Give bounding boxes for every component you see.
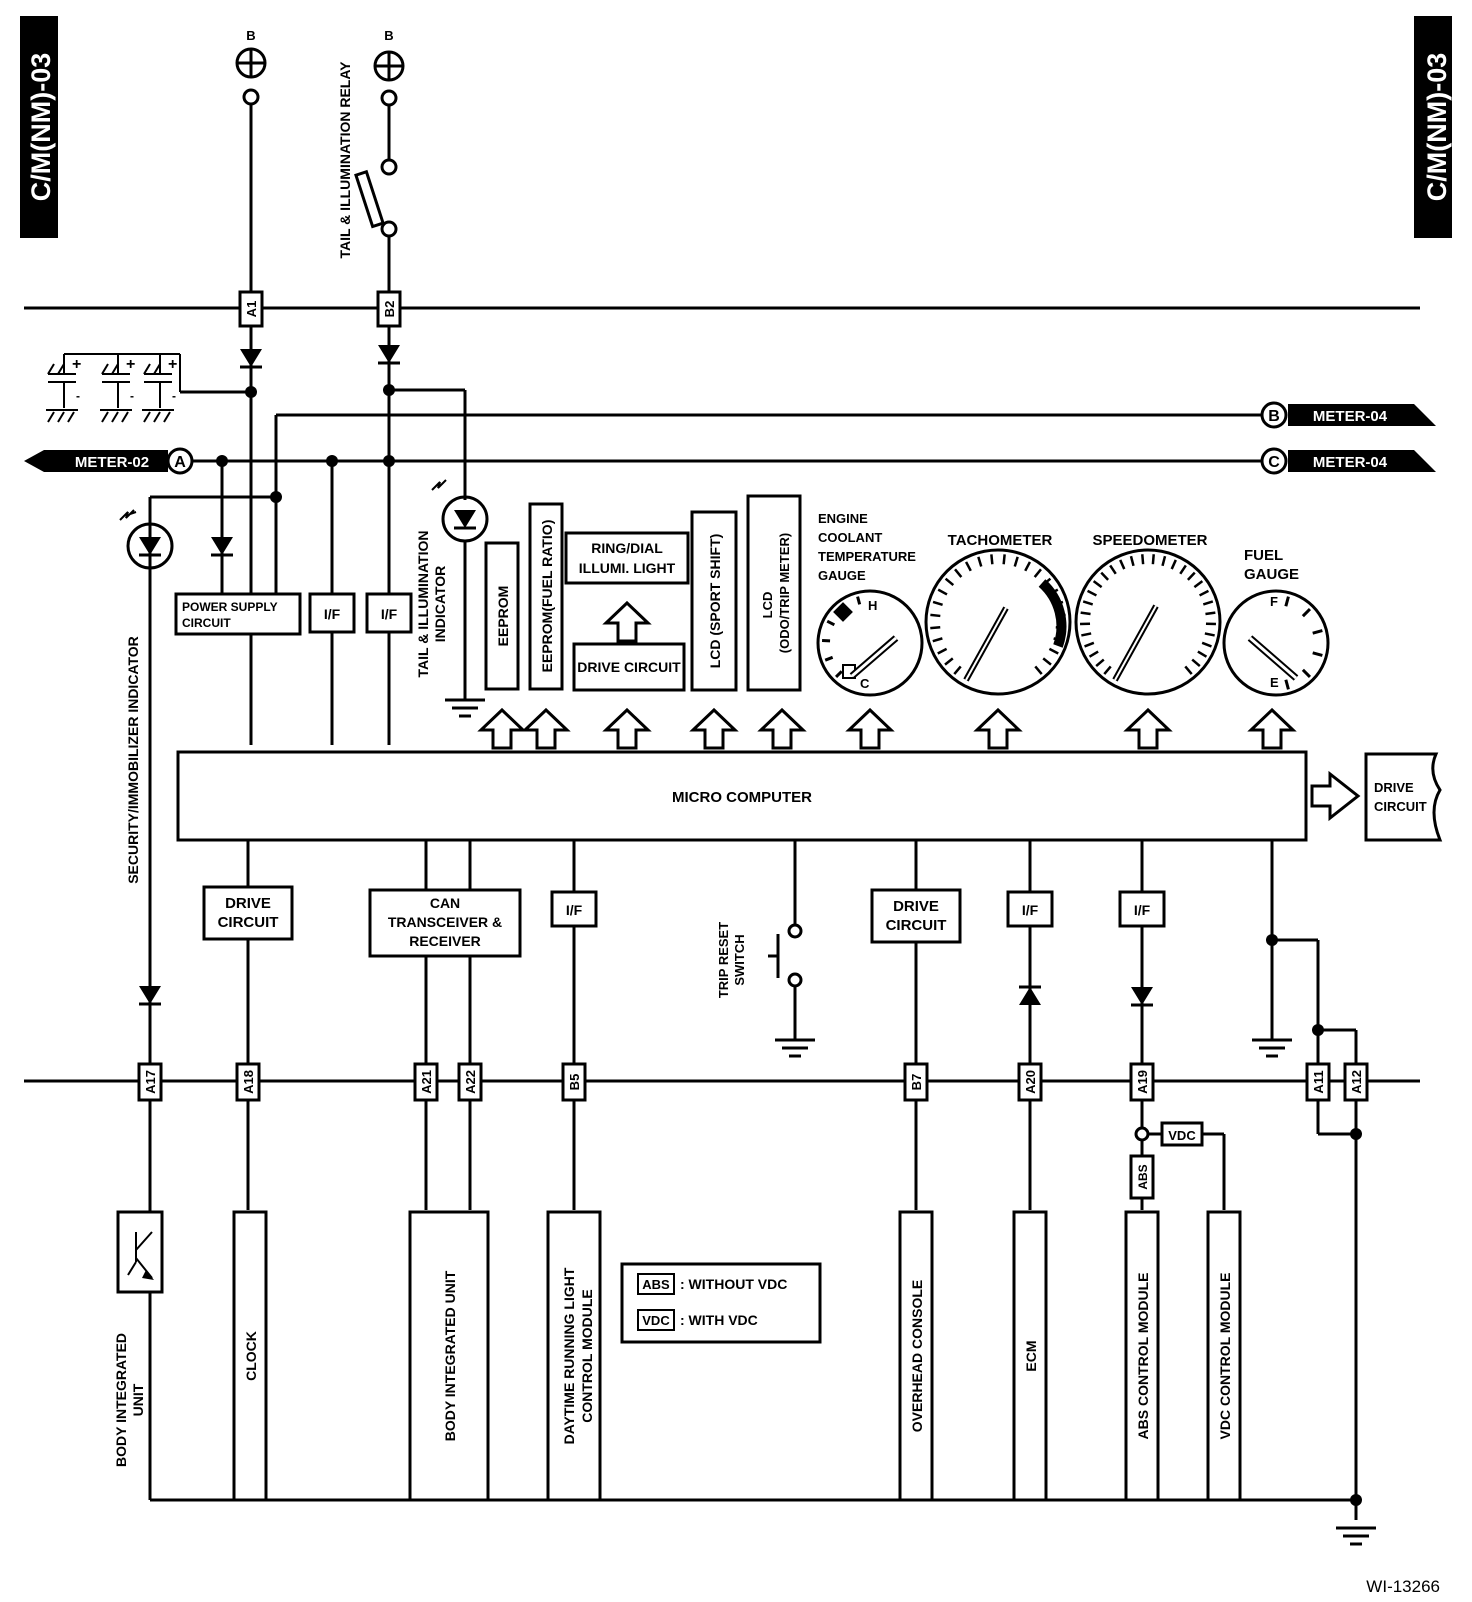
speedometer-label: SPEEDOMETER [1092, 532, 1207, 549]
tachometer-label: TACHOMETER [948, 532, 1053, 549]
svg-text:-: - [76, 389, 80, 403]
svg-text:+: + [72, 356, 81, 373]
svg-text:B: B [1268, 408, 1280, 425]
security-indicator-label: SECURITY/IMMOBILIZER INDICATOR [125, 636, 141, 884]
connector-A18: A18 [241, 1070, 256, 1094]
module-ecm: ECM [1023, 1340, 1039, 1371]
svg-text:C: C [1268, 454, 1280, 471]
if-block-1: I/F [324, 606, 341, 622]
eeprom-block: EEPROM [495, 586, 511, 647]
vdc-tag: VDC [1168, 1128, 1196, 1143]
bottom-connectors: A17 A18 A21 A22 B5 B7 A20 A19 A11 A12 [137, 1062, 1369, 1102]
tail-relay-label: TAIL & ILLUMINATION RELAY [337, 61, 353, 259]
fuel-gauge [1222, 589, 1330, 697]
legend-vdc-text: : WITH VDC [680, 1312, 758, 1328]
lcd-sport-block: LCD (SPORT SHIFT) [707, 534, 723, 669]
module-body-integrated-center: BODY INTEGRATED UNIT [442, 1270, 458, 1441]
capacitor-bank: + - + - + - [46, 353, 251, 423]
module-body-integrated-left: BODY INTEGRATEDUNIT [113, 1333, 146, 1467]
svg-text:+: + [126, 356, 135, 373]
svg-text:B: B [384, 28, 393, 43]
module-clock: CLOCK [243, 1331, 259, 1381]
module-vdc: VDC CONTROL MODULE [1217, 1273, 1233, 1440]
trip-reset-switch-label: TRIP RESETSWITCH [716, 922, 747, 998]
if-block-a19: I/F [1134, 902, 1151, 918]
battery-terminal-1: B [235, 28, 267, 106]
svg-text:B: B [246, 28, 255, 43]
micro-computer-block [176, 750, 1308, 842]
connector-A22: A22 [463, 1070, 478, 1094]
coolant-gauge [816, 589, 924, 697]
relay-contact [354, 169, 385, 229]
svg-text:E: E [1270, 675, 1279, 690]
diagram-id: WI-13266 [1366, 1577, 1440, 1596]
if-block-a20: I/F [1022, 902, 1039, 918]
connector-B5: B5 [567, 1074, 582, 1091]
legend-abs-tag: ABS [642, 1277, 670, 1292]
side-tab-right: C/M(NM)-03 [1422, 53, 1452, 202]
connector-A19: A19 [1135, 1070, 1150, 1094]
tachometer-gauge [924, 548, 1072, 696]
svg-text:+: + [168, 356, 177, 373]
tach-ticks [930, 554, 1066, 675]
battery-terminal-2: B [373, 28, 405, 107]
svg-text:METER-04: METER-04 [1313, 454, 1388, 471]
svg-text:-: - [130, 389, 134, 403]
connector-A17: A17 [143, 1070, 158, 1094]
svg-text:METER-02: METER-02 [75, 454, 149, 471]
svg-text:H: H [868, 598, 877, 613]
offpage-meter-04-b[interactable]: B METER-04 [1260, 401, 1436, 429]
connector-A20: A20 [1023, 1070, 1038, 1094]
connector-A11: A11 [1311, 1070, 1326, 1093]
speedo-ticks [1079, 554, 1217, 675]
security-led-icon [126, 522, 174, 570]
offpage-meter-02[interactable]: METER-02 A [24, 447, 194, 475]
offpage-meter-04-c[interactable]: C METER-04 [1260, 447, 1436, 475]
if-block-b5: I/F [566, 902, 583, 918]
fuel-ticks [1284, 596, 1323, 690]
connector-A21: A21 [419, 1070, 434, 1094]
svg-text:C: C [860, 676, 870, 691]
connector-A1: A1 [244, 301, 259, 318]
connector-B7: B7 [909, 1074, 924, 1091]
svg-text:METER-04: METER-04 [1313, 408, 1388, 425]
if-block-2: I/F [381, 606, 398, 622]
tail-indicator-label: TAIL & ILLUMINATIONINDICATOR [415, 531, 448, 678]
svg-text:A: A [174, 454, 186, 471]
connector-B2: B2 [382, 301, 397, 318]
module-overhead-console: OVERHEAD CONSOLE [909, 1280, 925, 1432]
connector-A12: A12 [1349, 1070, 1364, 1094]
svg-text:MICRO COMPUTER: MICRO COMPUTER [672, 789, 812, 806]
side-tab-left: C/M(NM)-03 [26, 53, 56, 202]
svg-text:-: - [172, 389, 176, 403]
lcd-odo-block: LCD(ODO/TRIP METER) [760, 533, 792, 653]
module-abs: ABS CONTROL MODULE [1135, 1273, 1151, 1440]
abs-tag: ABS [1136, 1164, 1150, 1189]
drive-circuit-top: DRIVE CIRCUIT [577, 659, 681, 675]
eeprom-fuel-block: EEPROM(FUEL RATIO) [539, 520, 555, 673]
speedometer-gauge [1074, 548, 1222, 696]
legend-vdc-tag: VDC [642, 1313, 670, 1328]
svg-text:F: F [1270, 594, 1278, 609]
legend-abs-text: : WITHOUT VDC [680, 1276, 787, 1292]
